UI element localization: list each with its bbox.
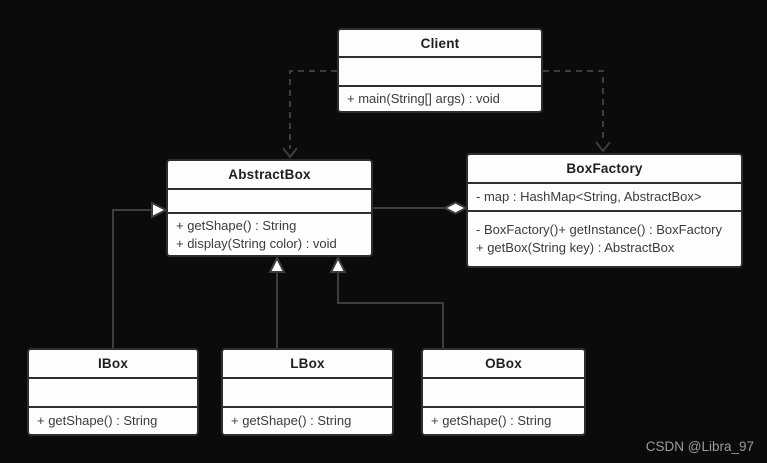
attributes-section-ibox-empty [29,377,197,406]
method-item: - BoxFactory()+ getInstance() : BoxFacto… [476,222,722,237]
methods-section-boxfactory: - BoxFactory()+ getInstance() : BoxFacto… [468,210,741,266]
attributes-section-boxfactory: - map : HashMap<String, AbstractBox> [468,182,741,210]
class-box-lbox: LBox + getShape() : String [221,348,394,436]
method-item: + display(String color) : void [176,235,337,251]
class-box-client: Client + main(String[] args) : void [337,28,543,113]
class-name-boxfactory: BoxFactory [566,161,643,176]
methods-section-client: + main(String[] args) : void [339,85,541,111]
class-name-ibox: IBox [97,356,129,371]
hollow-triangle-icon [329,255,347,273]
dependency-arrow-client-boxfactory [543,70,611,153]
inheritance-connector-ibox-abstractbox [112,201,169,348]
inheritance-connector-lbox-abstractbox [268,255,286,348]
class-name-client: Client [420,35,460,51]
hollow-triangle-icon [268,255,286,273]
method-item: + getShape() : String [37,413,158,428]
attribute-item: - map : HashMap<String, AbstractBox> [476,189,702,204]
methods-section-abstractbox: + getShape() : String + display(String c… [168,212,371,255]
attributes-section-client-empty [339,56,541,85]
hollow-triangle-icon [151,201,169,219]
dependency-arrow-client-abstractbox [282,70,337,159]
method-item: + getShape() : String [176,217,297,233]
method-item: + main(String[] args) : void [347,91,500,106]
attributes-section-lbox-empty [223,377,392,406]
attributes-section-obox-empty [423,377,584,406]
method-item: + getShape() : String [431,413,552,428]
method-item: + getShape() : String [231,413,352,428]
aggregation-connector-abstractbox-boxfactory [373,201,469,215]
methods-section-obox: + getShape() : String [423,406,584,434]
class-box-boxfactory: BoxFactory - map : HashMap<String, Abstr… [466,153,743,268]
class-box-abstractbox: AbstractBox + getShape() : String + disp… [166,159,373,257]
class-name-lbox: LBox [290,356,325,371]
methods-section-ibox: + getShape() : String [29,406,197,434]
hollow-diamond-icon [442,201,469,215]
class-name-abstractbox: AbstractBox [228,167,311,182]
class-box-ibox: IBox + getShape() : String [27,348,199,436]
class-box-obox: OBox + getShape() : String [421,348,586,436]
methods-section-lbox: + getShape() : String [223,406,392,434]
class-name-obox: OBox [485,356,522,371]
method-item: + getBox(String key) : AbstractBox [476,240,675,255]
inheritance-connector-obox-abstractbox [329,255,444,348]
watermark-text: CSDN @Libra_97 [645,439,754,454]
attributes-section-abstractbox-empty [168,188,371,212]
